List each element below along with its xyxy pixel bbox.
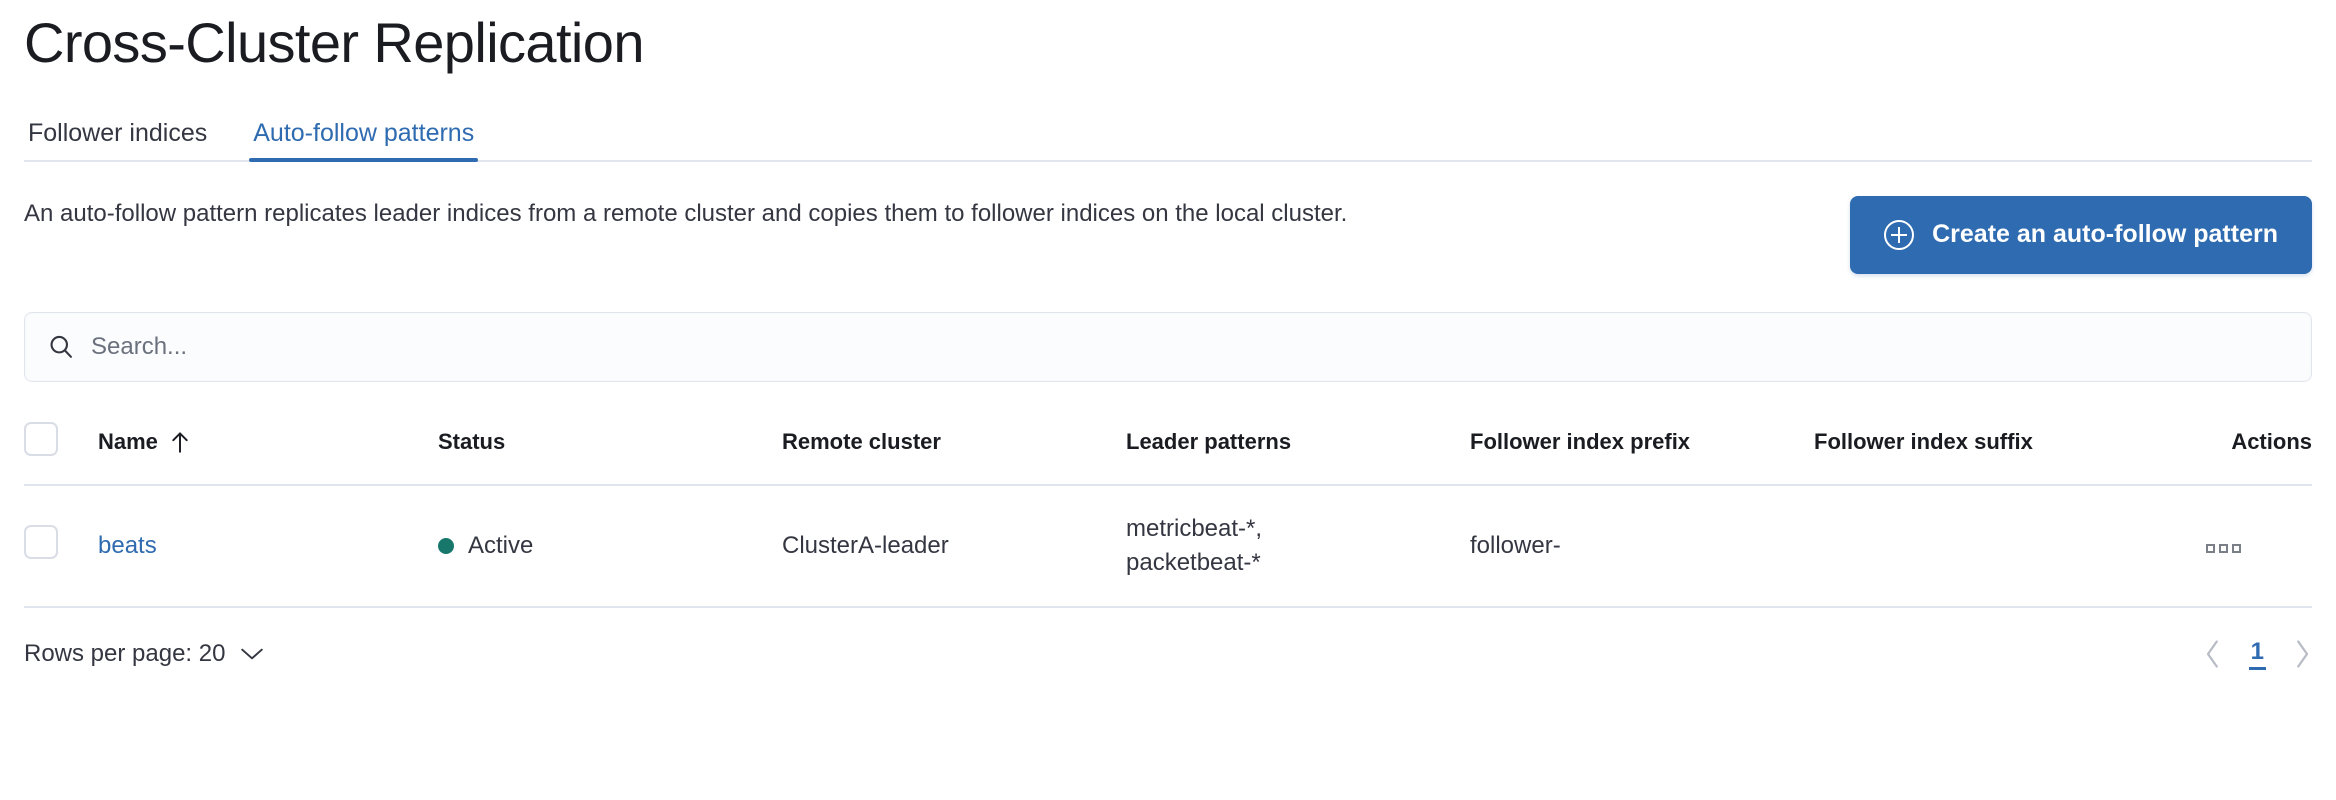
- select-all-header: [24, 421, 98, 486]
- leader-pattern-line: metricbeat-*,: [1126, 514, 1263, 542]
- row-actions-cell: [2206, 484, 2312, 608]
- row-follower-index-suffix-cell: [1814, 484, 2206, 608]
- row-select-checkbox[interactable]: [24, 525, 58, 560]
- row-leader-patterns-cell: metricbeat-*, packetbeat-*: [1126, 484, 1470, 608]
- intro-description: An auto-follow pattern replicates leader…: [24, 199, 1348, 227]
- chevron-right-icon[interactable]: [2292, 639, 2312, 669]
- table-footer: Rows per page: 20 1: [24, 638, 2312, 670]
- status-dot-icon: [438, 537, 454, 554]
- row-name-cell: beats: [98, 484, 438, 608]
- table-header-row: Name Status Remote cluster Leader patter…: [24, 421, 2312, 486]
- row-actions-menu-icon[interactable]: [2206, 543, 2241, 553]
- plus-circle-icon: [1884, 219, 1915, 250]
- column-header-remote-cluster[interactable]: Remote cluster: [782, 421, 1126, 486]
- tab-auto-follow-patterns[interactable]: Auto-follow patterns: [249, 120, 479, 162]
- table-header: Name Status Remote cluster Leader patter…: [24, 421, 2312, 486]
- row-remote-cluster-cell: ClusterA-leader: [782, 484, 1126, 608]
- pattern-name-link[interactable]: beats: [98, 531, 157, 559]
- row-follower-index-prefix-cell: follower-: [1470, 484, 1814, 608]
- column-header-follower-index-suffix[interactable]: Follower index suffix: [1814, 421, 2206, 486]
- search-bar[interactable]: [24, 311, 2312, 382]
- leader-pattern-line: packetbeat-*: [1126, 548, 1261, 576]
- tab-bar: Follower indices Auto-follow patterns: [24, 108, 2312, 162]
- rows-per-page-selector[interactable]: Rows per page: 20: [24, 640, 265, 668]
- table-body: beats Active ClusterA-leader metricbeat-…: [24, 484, 2312, 608]
- pagination: 1: [2203, 638, 2312, 670]
- select-all-checkbox[interactable]: [24, 421, 58, 456]
- column-header-actions: Actions: [2206, 421, 2312, 486]
- pagination-page-1[interactable]: 1: [2248, 638, 2266, 670]
- sort-ascending-icon: [172, 432, 188, 453]
- rows-per-page-label: Rows per page: 20: [24, 639, 226, 667]
- column-header-name[interactable]: Name: [98, 421, 438, 486]
- search-input[interactable]: [91, 332, 2289, 361]
- page-title: Cross-Cluster Replication: [24, 11, 644, 74]
- column-header-status[interactable]: Status: [438, 421, 782, 486]
- chevron-down-icon: [241, 648, 264, 659]
- tab-follower-indices[interactable]: Follower indices: [28, 118, 208, 147]
- status-badge: Active: [468, 531, 534, 559]
- auto-follow-patterns-table: Name Status Remote cluster Leader patter…: [24, 421, 2312, 608]
- column-header-name-label: Name: [98, 428, 158, 454]
- column-header-leader-patterns[interactable]: Leader patterns: [1126, 421, 1470, 486]
- row-status-cell: Active: [438, 484, 782, 608]
- column-header-follower-index-prefix[interactable]: Follower index prefix: [1470, 421, 1814, 486]
- chevron-left-icon[interactable]: [2203, 639, 2223, 669]
- create-auto-follow-pattern-label: Create an auto-follow pattern: [1932, 220, 2278, 249]
- create-auto-follow-pattern-button[interactable]: Create an auto-follow pattern: [1850, 195, 2312, 274]
- intro-section: An auto-follow pattern replicates leader…: [24, 195, 2312, 274]
- search-icon: [50, 335, 72, 358]
- row-select-cell: [24, 484, 98, 608]
- table-row: beats Active ClusterA-leader metricbeat-…: [24, 484, 2312, 608]
